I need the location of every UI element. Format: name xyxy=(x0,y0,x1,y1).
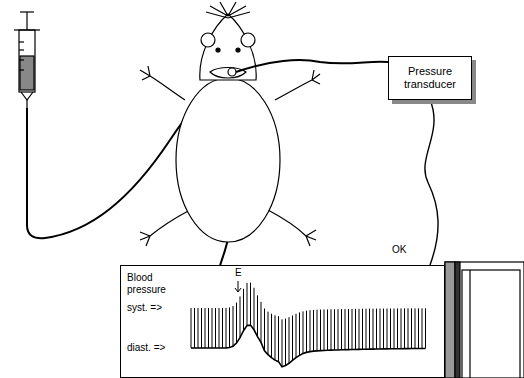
syringe xyxy=(14,12,40,108)
rat-body xyxy=(140,2,320,266)
event-marker: E xyxy=(235,267,242,279)
status-label: OK xyxy=(392,244,406,255)
axis-title: Blood pressure xyxy=(127,272,171,296)
box-title: Pressure transducer xyxy=(389,59,471,97)
diastolic-label: diast. => xyxy=(127,342,165,354)
transducer-box: Pressure transducer xyxy=(388,56,472,100)
signal-cable xyxy=(425,100,438,265)
chart-recorder: Blood pressure syst. => diast. => E xyxy=(120,265,445,378)
systolic-label: syst. => xyxy=(127,302,162,314)
pressure-line xyxy=(236,60,388,72)
pressure-trace xyxy=(121,266,444,377)
event-arrow xyxy=(235,281,241,292)
recorder-drum xyxy=(445,262,524,378)
